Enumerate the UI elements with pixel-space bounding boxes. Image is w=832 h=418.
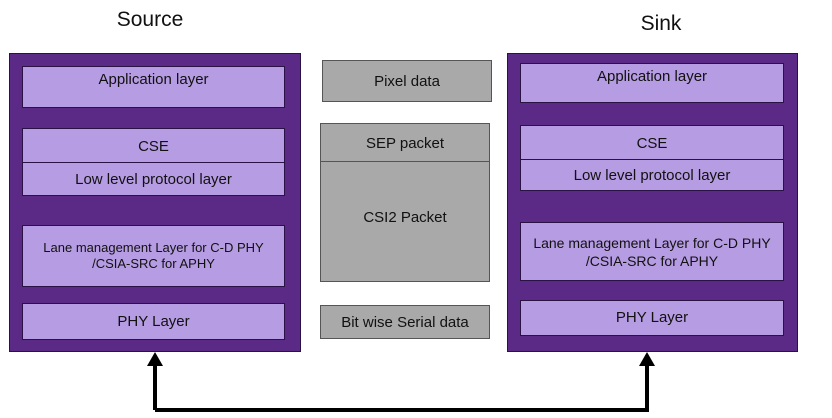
pixel-data-block: Pixel data (322, 60, 492, 102)
sink-cse-layer: CSE (636, 134, 668, 152)
packet-divider (321, 161, 489, 162)
sink-cse-protocol-block: CSE Low level protocol layer (520, 125, 784, 191)
sink-phy-layer: PHY Layer (520, 300, 784, 336)
source-application-layer: Application layer (22, 66, 285, 108)
serial-data-block: Bit wise Serial data (320, 305, 490, 339)
sink-title: Sink (640, 12, 682, 35)
source-cse-divider (23, 162, 284, 163)
source-cse-protocol-block: CSE Low level protocol layer (22, 128, 285, 196)
sink-cse-divider (521, 159, 783, 160)
csi2-packet-label: CSI2 Packet (363, 208, 447, 226)
sink-lane-management-layer: Lane management Layer for C-D PHY /CSIA-… (520, 222, 784, 281)
source-phy-layer: PHY Layer (22, 303, 285, 340)
sink-low-level-protocol-layer: Low level protocol layer (573, 167, 731, 184)
source-cse-layer: CSE (138, 137, 169, 155)
sep-packet-label: SEP packet (365, 134, 445, 152)
sink-arrowhead (639, 352, 655, 366)
sink-application-layer: Application layer (520, 63, 784, 103)
sink-stack: Application layer CSE Low level protocol… (507, 53, 798, 352)
source-stack: Application layer CSE Low level protocol… (9, 53, 301, 352)
connector-line (153, 362, 649, 412)
source-title: Source (116, 8, 184, 31)
packet-block: SEP packet CSI2 Packet (320, 123, 490, 282)
source-lane-management-layer: Lane management Layer for C-D PHY /CSIA-… (22, 225, 285, 287)
source-low-level-protocol-layer: Low level protocol layer (75, 171, 232, 188)
source-arrowhead (147, 352, 163, 366)
